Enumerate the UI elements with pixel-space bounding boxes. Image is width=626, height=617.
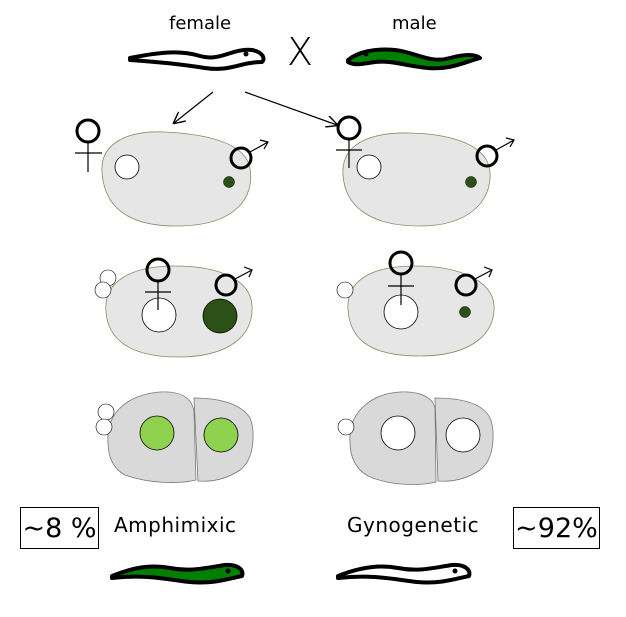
female-label: female bbox=[169, 13, 232, 34]
polar-body bbox=[336, 281, 354, 299]
embryo-pronuclei-left bbox=[94, 265, 253, 358]
arrow-icon bbox=[244, 91, 337, 125]
polar-body bbox=[337, 418, 355, 436]
maternal-nucleus bbox=[445, 417, 481, 453]
male-symbol-icon bbox=[214, 266, 253, 297]
male-symbol-icon bbox=[475, 137, 515, 168]
two-cell-embryo-right bbox=[337, 391, 494, 485]
maternal-pronucleus bbox=[141, 297, 177, 333]
amphimixis-percentage: ~8 % bbox=[20, 507, 99, 549]
embryo-fertilized-right bbox=[342, 132, 491, 227]
sperm-nucleus bbox=[223, 176, 235, 188]
zygote-nucleus bbox=[139, 415, 175, 451]
female-symbol-icon bbox=[145, 257, 171, 310]
male-worm-icon bbox=[346, 47, 482, 71]
arrow-icon bbox=[174, 91, 214, 123]
female-worm-icon bbox=[128, 47, 266, 71]
embryo-pronuclei-right bbox=[336, 265, 495, 357]
maternal-pronucleus bbox=[356, 154, 382, 180]
paternal-pronucleus bbox=[202, 298, 238, 334]
two-cell-embryo-left bbox=[95, 391, 254, 483]
maternal-nucleus bbox=[380, 415, 416, 451]
polar-body bbox=[94, 281, 112, 299]
sperm-nucleus bbox=[465, 176, 477, 188]
polar-body bbox=[97, 403, 115, 421]
male-symbol-icon bbox=[454, 266, 493, 297]
gynogenetic-label: Gynogenetic bbox=[347, 513, 480, 537]
male-label: male bbox=[392, 13, 437, 34]
maternal-pronucleus bbox=[114, 154, 140, 180]
offspring-female-worm-icon bbox=[336, 562, 472, 585]
female-symbol-icon bbox=[388, 250, 414, 305]
male-symbol-icon bbox=[229, 139, 269, 170]
female-symbol-icon bbox=[75, 118, 102, 172]
sperm-nucleus bbox=[459, 306, 471, 318]
embryo-fertilized-left bbox=[101, 131, 252, 227]
amphimixis-label: Amphimixic bbox=[114, 513, 237, 537]
cross-symbol: X bbox=[287, 30, 314, 74]
female-symbol-icon bbox=[336, 115, 362, 168]
gynogenetic-percentage: ~92% bbox=[513, 507, 600, 549]
polar-body bbox=[95, 418, 113, 436]
zygote-nucleus bbox=[203, 417, 239, 453]
offspring-male-worm-icon bbox=[110, 562, 245, 585]
